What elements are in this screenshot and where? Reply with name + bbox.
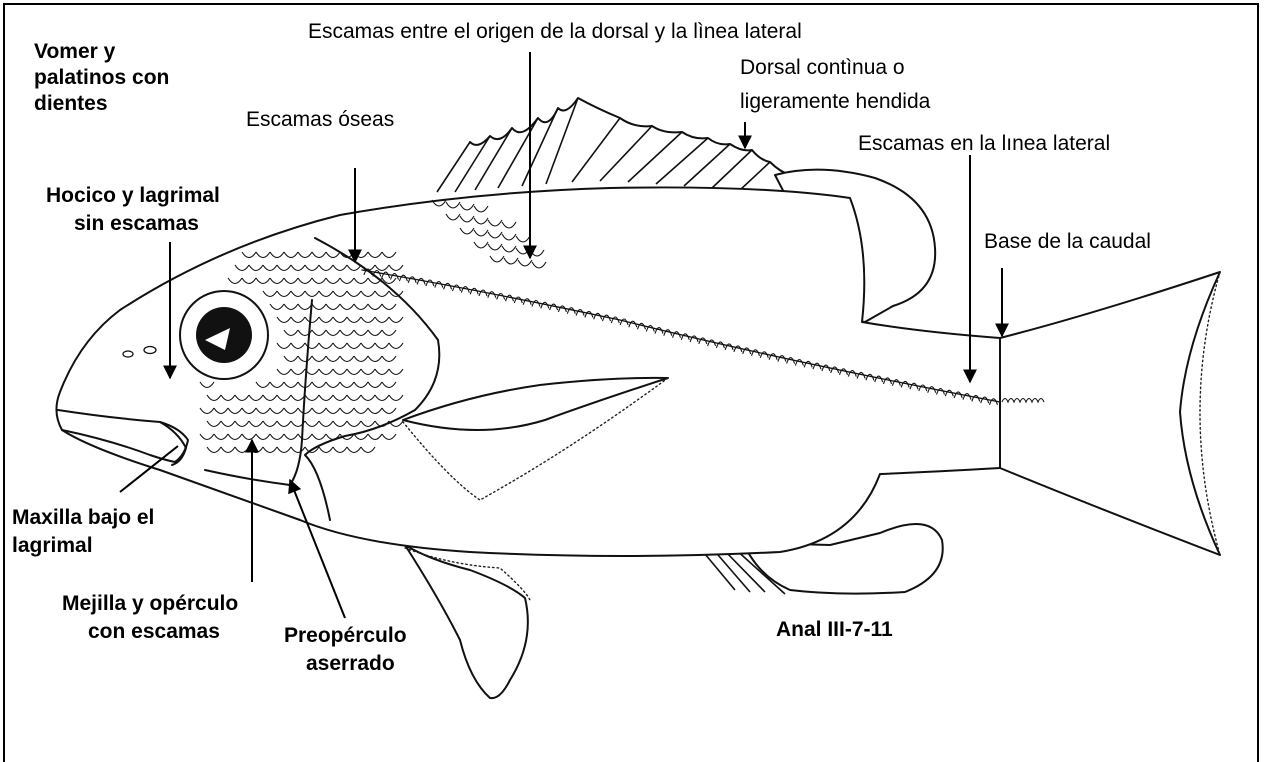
- label-maxilla-line-1: Maxilla bajo el: [12, 506, 154, 529]
- label-hocico-line-2: sin escamas: [74, 212, 199, 235]
- label-maxilla-line-2: lagrimal: [12, 534, 93, 557]
- label-vomer-line-1: Vomer y: [34, 40, 116, 63]
- label-escamas-oseas: Escamas óseas: [246, 108, 394, 131]
- label-escamas-entre: Escamas entre el origen de la dorsal y l…: [308, 20, 802, 43]
- caudal-fin: [1000, 272, 1220, 555]
- label-base-caudal: Base de la caudal: [984, 230, 1151, 253]
- label-preoperculo-line-2: aserrado: [306, 652, 395, 675]
- label-dorsal-line-1: Dorsal contìnua o: [740, 56, 905, 79]
- label-mejilla-line-2: con escamas: [88, 620, 220, 643]
- label-vomer-line-3: dientes: [34, 92, 108, 115]
- label-dorsal-line-2: ligeramente hendida: [740, 90, 931, 113]
- fish-body: [56, 187, 1000, 556]
- label-vomer-line-2: palatinos con: [34, 66, 169, 89]
- label-escamas-linea: Escamas en la lınea lateral: [858, 132, 1110, 155]
- label-mejilla-line-1: Mejilla y opérculo: [62, 592, 238, 615]
- label-anal: Anal III-7-11: [776, 618, 893, 641]
- label-preoperculo-line-1: Preopérculo: [284, 624, 407, 647]
- dorsal-fin-spines: [437, 98, 792, 192]
- label-hocico-line-1: Hocico y lagrimal: [46, 184, 220, 207]
- pelvic-fin: [405, 545, 528, 698]
